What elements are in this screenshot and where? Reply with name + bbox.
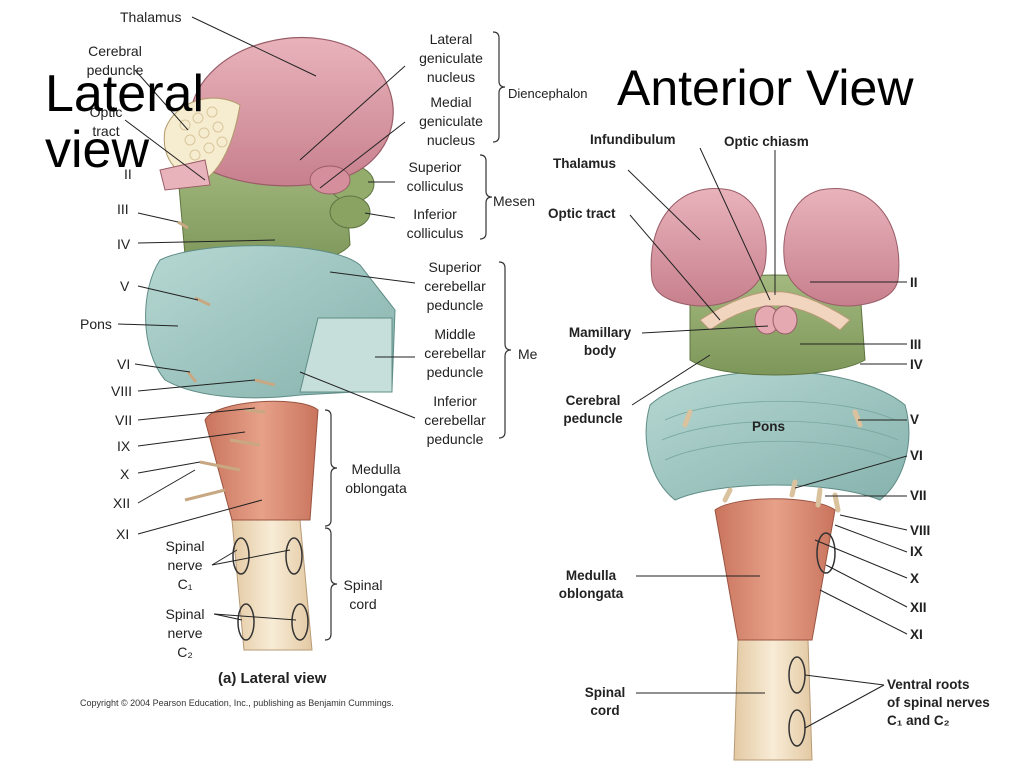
label-spinal-cord-lateral: Spinal cord (343, 577, 383, 612)
copyright-notice: Copyright © 2004 Pearson Education, Inc.… (80, 698, 394, 708)
label-pons-anterior: Pons (752, 419, 786, 434)
label-lateral-geniculate: Lateral geniculate nucleus (419, 31, 483, 85)
label-superior-cerebellar-peduncle: Superior cerebellar peduncle (424, 259, 486, 313)
label-nerve-ix-lateral: IX (117, 438, 131, 454)
anterior-brainstem (627, 147, 910, 761)
lateral-caption: (a) Lateral view (218, 670, 327, 687)
label-nerve-iv-lateral: IV (117, 236, 131, 252)
label-inferior-cerebellar-peduncle: Inferior cerebellar peduncle (424, 393, 486, 447)
label-nerve-xii-anterior: XII (910, 600, 927, 615)
label-nerve-x-lateral: X (120, 466, 130, 482)
label-nerve-x-anterior: X (910, 571, 920, 586)
label-nerve-v-lateral: V (120, 278, 130, 294)
label-diencephalon: Diencephalon (508, 86, 588, 101)
label-optic-chiasm: Optic chiasm (724, 134, 809, 149)
label-spinal-cord-anterior: Spinal cord (584, 685, 626, 718)
label-mamillary-body: Mamillary body (568, 325, 632, 358)
label-nerve-iii-lateral: III (117, 201, 129, 217)
label-medulla-oblongata-lateral: Medulla oblongata (345, 461, 407, 496)
label-nerve-ix-anterior: IX (910, 544, 923, 559)
label-spinal-nerve-c1: Spinal nerve C₁ (165, 538, 205, 592)
label-nerve-xi-lateral: XI (116, 526, 130, 542)
label-ventral-roots: Ventral roots of spinal nerves C₁ and C₂ (887, 677, 990, 728)
label-superior-colliculus: Superior colliculus (406, 159, 464, 194)
label-pons-lateral: Pons (80, 316, 112, 332)
label-medial-geniculate: Medial geniculate nucleus (419, 94, 483, 148)
title-lateral-view: Lateral view (45, 65, 204, 179)
label-nerve-ii-anterior: II (910, 275, 918, 290)
label-nerve-xi-anterior: XI (910, 627, 923, 642)
label-middle-cerebellar-peduncle: Middle cerebellar peduncle (424, 326, 486, 380)
title-anterior-view: Anterior View (617, 60, 914, 116)
label-nerve-vi-lateral: VI (117, 356, 131, 372)
label-nerve-vi-anterior: VI (910, 448, 923, 463)
label-nerve-vii-lateral: VII (115, 412, 133, 428)
label-inferior-colliculus: Inferior colliculus (406, 206, 464, 241)
label-nerve-vii-anterior: VII (910, 488, 927, 503)
label-nerve-viii-anterior: VIII (910, 523, 931, 538)
label-spinal-nerve-c2: Spinal nerve C₂ (165, 606, 205, 660)
label-mesencephalon: Mesen (493, 193, 536, 209)
lateral-brainstem (117, 16, 512, 651)
label-optic-tract-anterior: Optic tract (548, 206, 616, 221)
label-thalamus-anterior: Thalamus (553, 156, 617, 171)
label-nerve-xii-lateral: XII (113, 495, 131, 511)
label-cerebral-peduncle-anterior: Cerebral peduncle (563, 393, 623, 426)
label-nerve-ii-lateral: II (124, 166, 132, 182)
label-optic-tract-lateral: Optic tract (89, 104, 123, 139)
label-thalamus-lateral: Thalamus (120, 9, 182, 25)
label-nerve-iv-anterior: IV (910, 357, 923, 372)
label-medulla-oblongata-anterior: Medulla oblongata (558, 568, 624, 601)
label-nerve-viii-lateral: VIII (111, 383, 133, 399)
label-nerve-iii-anterior: III (910, 337, 922, 352)
label-cerebral-peduncle-lateral: Cerebral peduncle (86, 43, 144, 78)
label-nerve-v-anterior: V (910, 412, 920, 427)
label-metencephalon: Me (518, 346, 538, 362)
label-infundibulum: Infundibulum (590, 132, 676, 147)
